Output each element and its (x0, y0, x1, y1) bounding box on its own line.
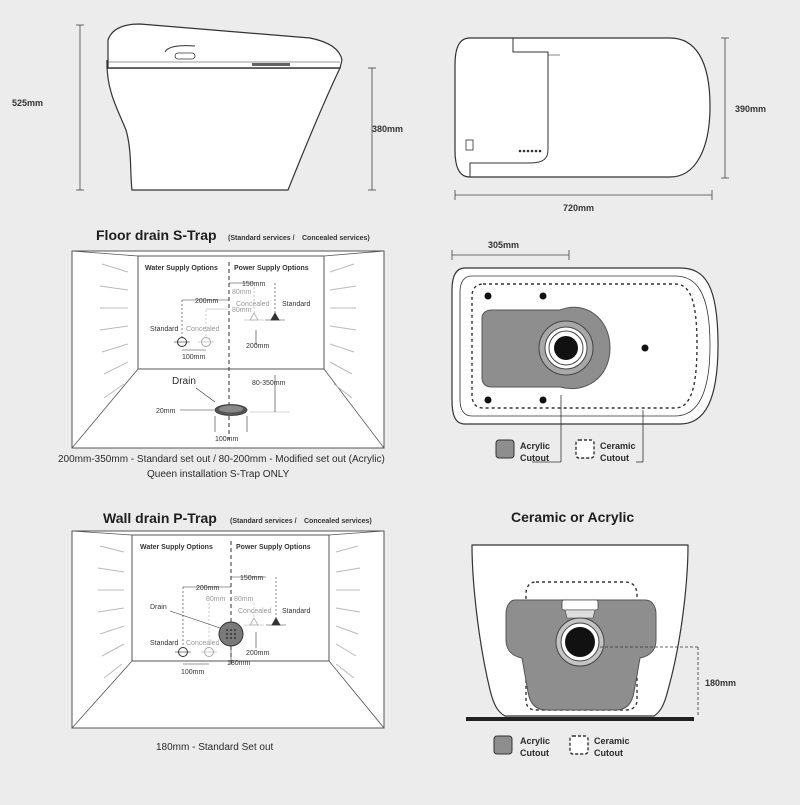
wall-drain-subtitle-concealed: Concealed services) (304, 518, 372, 525)
floor-standard-left: Standard (150, 326, 179, 333)
floor-drain-title: Floor drain S-Trap (96, 227, 217, 243)
legend-ceramic-line2: Cutout (600, 453, 629, 463)
legend-ceramic-line1-2: Ceramic (594, 736, 630, 746)
top-view-outline (454, 37, 711, 178)
floor-caption-line1: 200mm-350mm - Standard set out / 80-200m… (58, 454, 385, 465)
wall-dim-80b: 80mm (234, 596, 254, 603)
floor-concealed-right: Concealed (236, 301, 270, 308)
front-ceramic-cutout (525, 581, 638, 711)
floor-dim-200b: 200mm (246, 343, 270, 350)
wall-dim-180: 180mm (227, 660, 251, 667)
floor-dim-80-350: 80-350mm (252, 380, 286, 387)
footprint-view: 305mm Acrylic Cutout Ceramic Cutout (451, 240, 719, 463)
side-view-bowl (106, 59, 341, 191)
side-view-lid (107, 23, 343, 69)
legend-acrylic-swatch (495, 439, 515, 459)
floor-dim-80a: 80mm (232, 289, 252, 296)
floor-drain-subtitle-standard: (Standard services / (228, 235, 295, 242)
legend-acrylic-line2: Cutout (520, 453, 549, 463)
height-total-label: 525mm (12, 98, 43, 108)
floor-dim-100b: 100mm (215, 436, 239, 443)
top-view: 390mm 720mm (454, 37, 766, 213)
floor-dim-80b: 80mm (232, 307, 252, 314)
floor-drain-subtitle-concealed: Concealed services) (302, 235, 370, 242)
floor-drain-label: Drain (172, 376, 196, 387)
length-label: 720mm (563, 203, 594, 213)
wall-concealed-left: Concealed (186, 640, 220, 647)
floor-dim-100a: 100mm (182, 354, 206, 361)
legend-ceramic-line2-2: Cutout (594, 748, 623, 758)
wall-dim-200b: 200mm (246, 650, 270, 657)
offset-305-label: 305mm (488, 240, 519, 250)
floor-concealed-left: Concealed (186, 326, 220, 333)
wall-dim-150: 150mm (240, 575, 264, 582)
floor-standard-right: Standard (282, 301, 311, 308)
legend-ceramic-line1: Ceramic (600, 441, 636, 451)
side-view: 525mm 380mm (12, 23, 403, 191)
wall-drain-section: Wall drain P-Trap (Standard services / C… (71, 510, 385, 753)
floor-water-supply-label: Water Supply Options (145, 265, 218, 272)
ceramic-acrylic-title: Ceramic or Acrylic (511, 509, 634, 525)
floor-drain-section: Floor drain S-Trap (Standard services / … (58, 227, 385, 480)
wall-standard-left: Standard (150, 640, 179, 647)
wall-concealed-right: Concealed (238, 608, 272, 615)
floor-back-wall (137, 255, 325, 370)
wall-standard-right: Standard (282, 608, 311, 615)
legend-acrylic-swatch-2 (493, 735, 513, 755)
legend-ceramic-swatch-2 (569, 735, 589, 755)
legend-acrylic-line2-2: Cutout (520, 748, 549, 758)
height-seat-label: 380mm (372, 124, 403, 134)
depth-label: 390mm (735, 104, 766, 114)
wall-water-supply-label: Water Supply Options (140, 544, 213, 551)
wall-dim-100: 100mm (181, 669, 205, 676)
floor-power-supply-label: Power Supply Options (234, 265, 309, 272)
wall-drain-title: Wall drain P-Trap (103, 510, 217, 526)
legend-acrylic-line1-2: Acrylic (520, 736, 550, 746)
wall-caption: 180mm - Standard Set out (156, 742, 274, 753)
wall-dim-200a: 200mm (196, 585, 220, 592)
wall-dim-80a: 80mm (206, 596, 226, 603)
ceramic-acrylic-section: Ceramic or Acrylic 180mm Acrylic Cutout … (466, 509, 736, 758)
floor-caption-line2: Queen installation S-Trap ONLY (147, 469, 290, 480)
floor-dim-200a: 200mm (195, 298, 219, 305)
offset-180-label: 180mm (705, 678, 736, 688)
wall-power-supply-label: Power Supply Options (236, 544, 311, 551)
footprint-ceramic-cutout (471, 283, 698, 409)
wall-drain-label: Drain (150, 604, 167, 611)
wall-drain-subtitle-standard: (Standard services / (230, 518, 297, 525)
legend-acrylic-line1: Acrylic (520, 441, 550, 451)
floor-dim-20: 20mm (156, 408, 176, 415)
legend-ceramic-swatch (575, 439, 595, 459)
